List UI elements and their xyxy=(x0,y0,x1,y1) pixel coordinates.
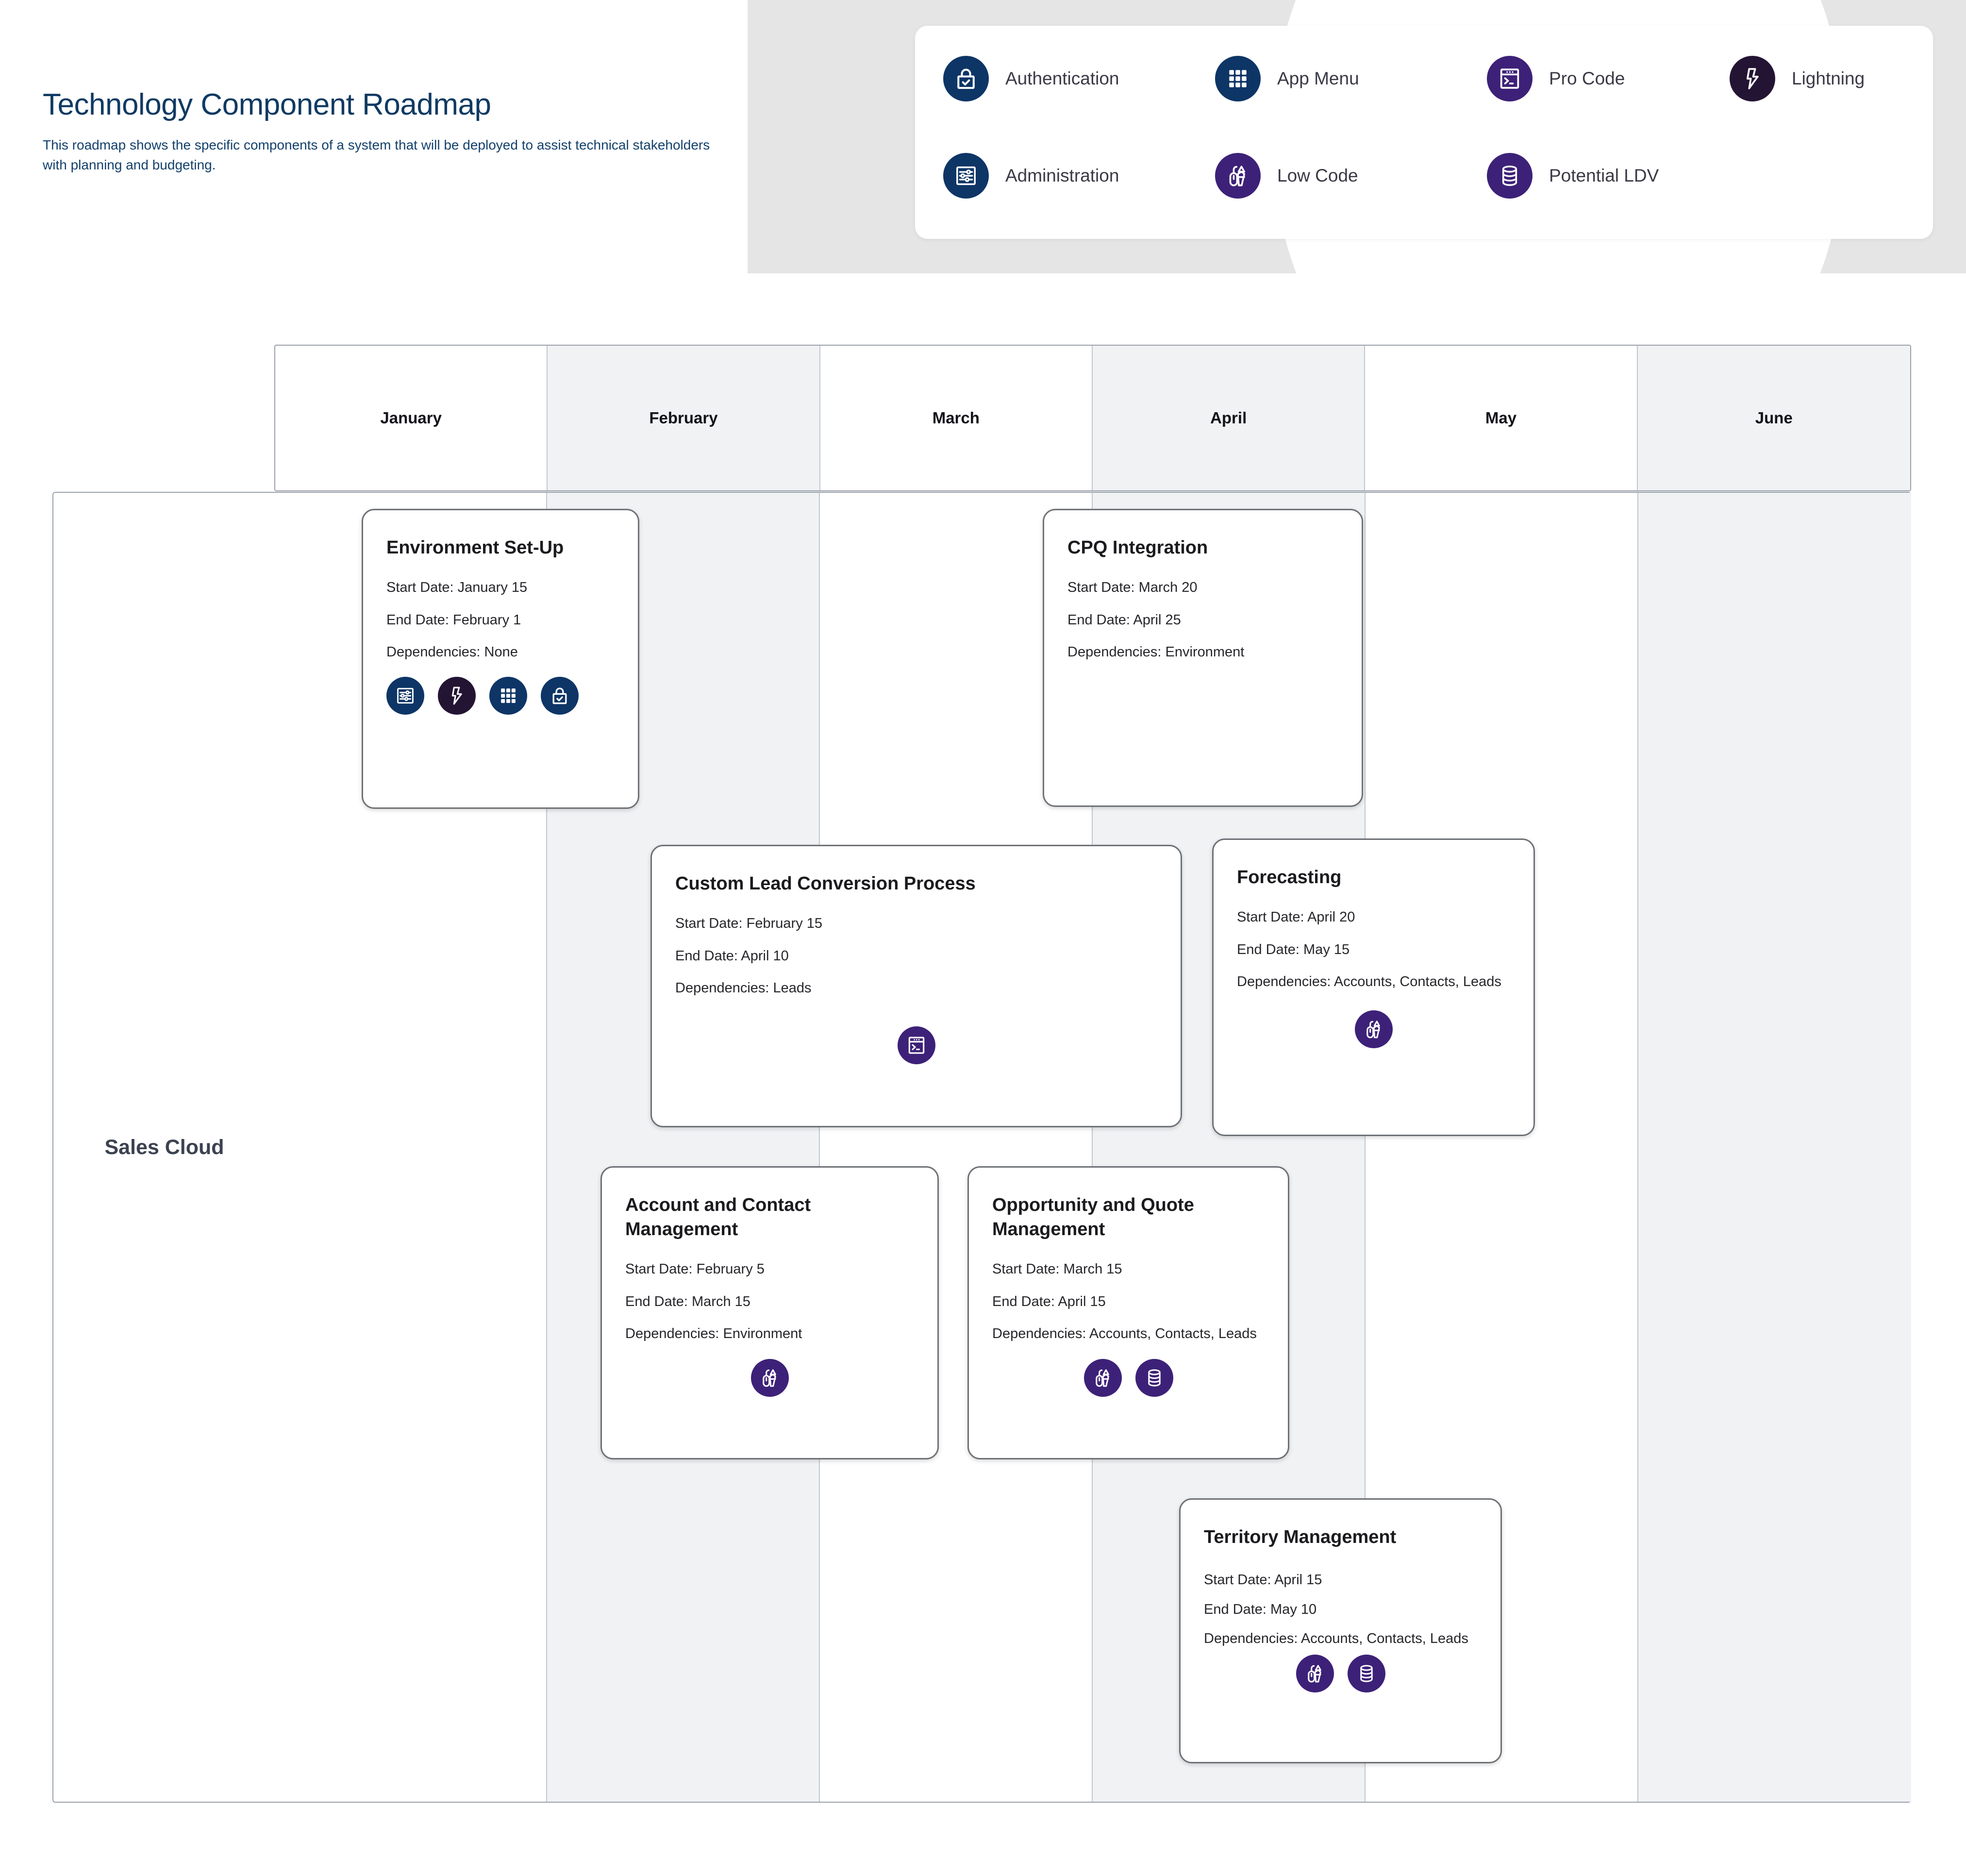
task-start-date: Start Date: April 20 xyxy=(1237,909,1355,925)
lightning-bolt-icon xyxy=(1730,56,1775,101)
task-card-account-and-contact-management[interactable]: Account and Contact Management Start Dat… xyxy=(600,1166,939,1459)
task-icon-row xyxy=(625,1358,914,1397)
page-subtitle: This roadmap shows the specific componen… xyxy=(43,137,710,172)
task-start-date: Start Date: February 5 xyxy=(625,1261,765,1277)
legend-item-authentication[interactable]: Authentication xyxy=(943,56,1215,101)
task-dependencies: Dependencies: Accounts, Contacts, Leads xyxy=(992,1326,1257,1342)
task-end-date: End Date: May 15 xyxy=(1237,941,1350,957)
mouse-pencil-icon xyxy=(1083,1358,1122,1397)
task-dependencies: Dependencies: Environment xyxy=(625,1326,802,1342)
task-title: Custom Lead Conversion Process xyxy=(675,873,976,894)
database-icon xyxy=(1135,1358,1173,1397)
terminal-icon xyxy=(897,1026,935,1065)
task-start-date: Start Date: March 20 xyxy=(1067,580,1198,596)
task-card-environment-set-up[interactable]: Environment Set-Up Start Date: January 1… xyxy=(362,509,639,809)
database-icon xyxy=(1347,1655,1385,1693)
task-title: Territory Management xyxy=(1204,1527,1397,1547)
task-start-date: Start Date: April 15 xyxy=(1204,1572,1322,1588)
task-end-date: End Date: February 1 xyxy=(386,612,521,628)
legend-item-administration[interactable]: Administration xyxy=(943,153,1215,199)
legend-label: Administration xyxy=(1005,166,1119,185)
month-header-june[interactable]: June xyxy=(1637,346,1910,490)
mouse-pencil-icon xyxy=(1296,1655,1334,1693)
mouse-pencil-icon xyxy=(1215,153,1261,199)
swimlane-sales-cloud: Sales Cloud xyxy=(52,492,1911,1803)
lightning-bolt-icon xyxy=(438,677,476,715)
task-card-territory-management[interactable]: Territory Management Start Date: April 1… xyxy=(1179,1498,1502,1763)
legend-label: Pro Code xyxy=(1549,68,1625,88)
task-card-opportunity-and-quote-management[interactable]: Opportunity and Quote Management Start D… xyxy=(967,1166,1289,1459)
swimlane-label-sales-cloud: Sales Cloud xyxy=(104,1135,224,1159)
task-dependencies: Dependencies: Leads xyxy=(675,980,812,996)
month-header-april[interactable]: April xyxy=(1092,346,1366,490)
lock-check-icon xyxy=(541,677,579,715)
task-end-date: End Date: April 10 xyxy=(675,948,789,964)
settings-sliders-icon xyxy=(386,677,424,715)
legend-item-app-menu[interactable]: App Menu xyxy=(1215,56,1487,101)
task-icon-row xyxy=(992,1358,1265,1397)
task-end-date: End Date: April 15 xyxy=(992,1293,1106,1309)
task-icon-row xyxy=(1237,1010,1510,1049)
month-header-row: January February March April May June xyxy=(274,345,1911,491)
mouse-pencil-icon xyxy=(750,1358,789,1397)
month-header-january[interactable]: January xyxy=(275,346,548,490)
task-end-date: End Date: March 15 xyxy=(625,1293,750,1309)
task-card-forecasting[interactable]: Forecasting Start Date: April 20 End Dat… xyxy=(1212,838,1535,1136)
settings-sliders-icon xyxy=(943,153,989,199)
legend-item-pro-code[interactable]: Pro Code xyxy=(1487,56,1730,101)
task-title: Opportunity and Quote Management xyxy=(992,1195,1194,1240)
month-header-may[interactable]: May xyxy=(1365,346,1638,490)
task-start-date: Start Date: February 15 xyxy=(675,916,823,932)
task-dependencies: Dependencies: Accounts, Contacts, Leads xyxy=(1204,1631,1468,1647)
lane-june xyxy=(1638,493,1911,1802)
legend-item-potential-ldv[interactable]: Potential LDV xyxy=(1487,153,1730,199)
task-card-custom-lead-conversion-process[interactable]: Custom Lead Conversion Process Start Dat… xyxy=(650,845,1182,1127)
legend-item-low-code[interactable]: Low Code xyxy=(1215,153,1487,199)
database-icon xyxy=(1487,153,1533,199)
task-dependencies: Dependencies: Environment xyxy=(1067,644,1245,660)
legend-grid: Authentication App M xyxy=(943,56,1909,250)
task-title: Account and Contact Management xyxy=(625,1195,811,1240)
legend-label: Authentication xyxy=(1005,68,1119,88)
terminal-icon xyxy=(1487,56,1533,101)
title-block: Technology Component Roadmap This roadma… xyxy=(43,87,747,175)
task-title: CPQ Integration xyxy=(1067,537,1208,558)
legend-label: App Menu xyxy=(1277,68,1359,88)
task-title: Environment Set-Up xyxy=(386,537,564,558)
legend-card: Authentication App M xyxy=(915,26,1933,239)
month-header-february[interactable]: February xyxy=(548,346,820,490)
task-icon-row xyxy=(675,1026,1157,1065)
legend-label: Potential LDV xyxy=(1549,166,1659,185)
legend-label: Lightning xyxy=(1792,68,1865,88)
task-start-date: Start Date: January 15 xyxy=(386,580,528,596)
lock-check-icon xyxy=(943,56,989,101)
task-end-date: End Date: April 25 xyxy=(1067,612,1181,628)
task-icon-row xyxy=(386,677,615,715)
task-end-date: End Date: May 10 xyxy=(1204,1601,1317,1617)
app-grid-icon xyxy=(489,677,527,715)
task-dependencies: Dependencies: Accounts, Contacts, Leads xyxy=(1237,974,1501,990)
app-grid-icon xyxy=(1215,56,1261,101)
task-dependencies: Dependencies: None xyxy=(386,644,518,660)
task-start-date: Start Date: March 15 xyxy=(992,1261,1122,1277)
month-header-march[interactable]: March xyxy=(820,346,1093,490)
task-icon-row xyxy=(1204,1655,1477,1693)
mouse-pencil-icon xyxy=(1354,1010,1393,1049)
task-title: Forecasting xyxy=(1237,867,1342,888)
legend-item-lightning[interactable]: Lightning xyxy=(1730,56,1914,101)
legend-label: Low Code xyxy=(1277,166,1358,185)
task-card-cpq-integration[interactable]: CPQ Integration Start Date: March 20 End… xyxy=(1043,509,1363,807)
page-title: Technology Component Roadmap xyxy=(43,88,491,121)
